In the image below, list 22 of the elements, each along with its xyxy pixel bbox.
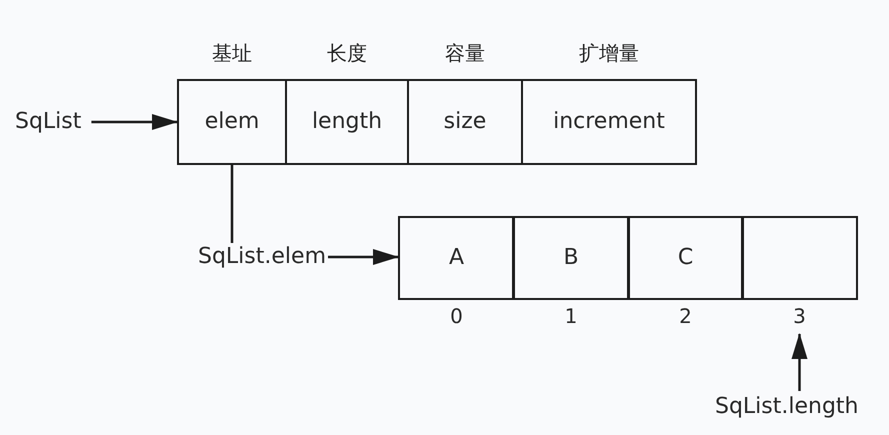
arrow: [91, 114, 178, 130]
field-name: size: [444, 108, 486, 136]
element-value: B: [563, 244, 579, 272]
field-name: elem: [204, 108, 260, 136]
index-label: 3: [793, 304, 806, 328]
connector-line: [230, 165, 234, 243]
field-heading: 扩增量: [579, 40, 639, 66]
index-label: 1: [564, 304, 578, 328]
field-name: increment: [553, 108, 665, 136]
pointer-label: SqList.elem: [198, 243, 326, 271]
field-name: length: [312, 108, 382, 136]
field-heading: 容量: [445, 40, 485, 66]
arrow: [792, 333, 808, 391]
element-value: C: [678, 244, 694, 272]
field-heading: 基址: [212, 40, 252, 66]
arrow: [328, 249, 399, 265]
field-heading: 长度: [327, 40, 367, 66]
length-label: SqList.length: [715, 393, 859, 421]
element-value: A: [448, 244, 464, 272]
index-label: 2: [679, 304, 692, 328]
variable-label: SqList: [15, 108, 82, 136]
index-label: 0: [450, 304, 463, 328]
